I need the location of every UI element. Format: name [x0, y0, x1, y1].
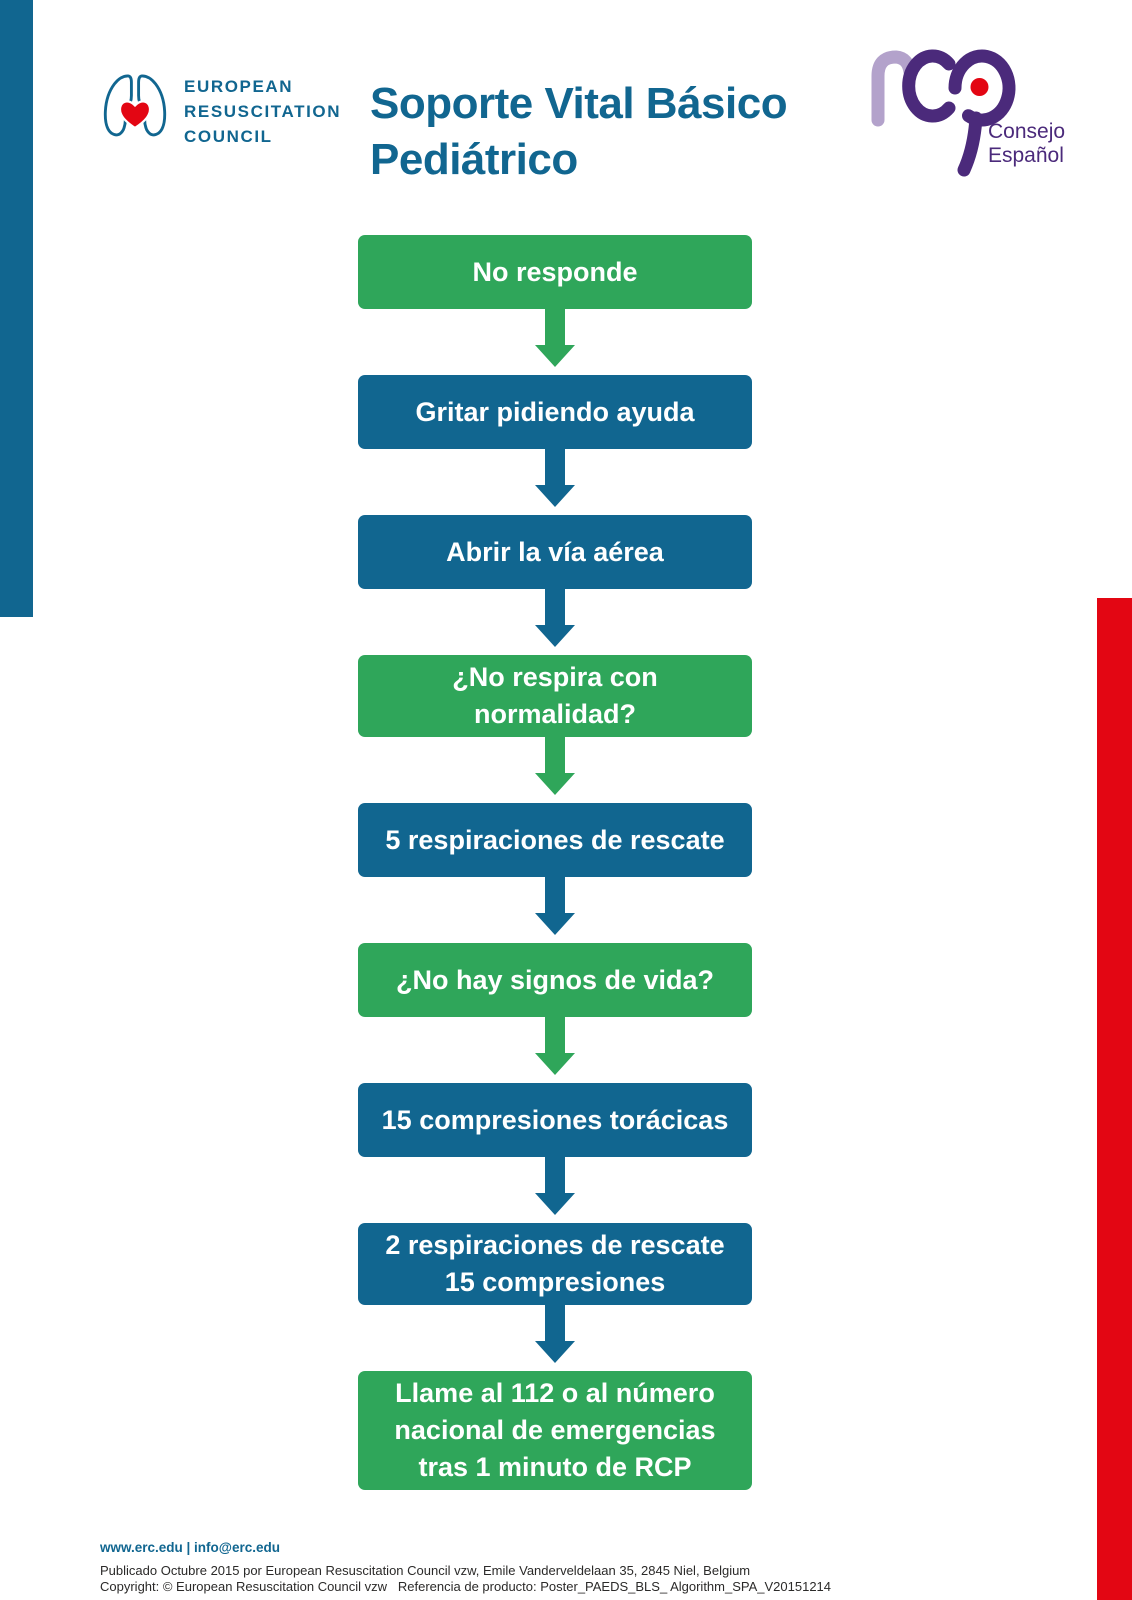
flow-step-box: Abrir la vía aérea	[358, 515, 752, 589]
flow-step-label: No responde	[472, 256, 638, 287]
flow-step-box: ¿No hay signos de vida?	[358, 943, 752, 1017]
flow-step-box: 15 compresiones torácicas	[358, 1083, 752, 1157]
page-title: Soporte Vital Básico Pediátrico	[370, 79, 788, 184]
flow-step-box: Gritar pidiendo ayuda	[358, 375, 752, 449]
footer: www.erc.edu | info@erc.edu Publicado Oct…	[100, 1540, 1000, 1595]
down-arrow-icon	[535, 877, 575, 943]
flow-step-box: 2 respiraciones de rescate 15 compresion…	[358, 1223, 752, 1305]
erc-contact-links: www.erc.edu | info@erc.edu	[100, 1540, 280, 1555]
flow-step-box: 5 respiraciones de rescate	[358, 803, 752, 877]
down-arrow-icon	[535, 589, 575, 655]
rcp-council-label: Consejo Español	[988, 120, 1066, 167]
flow-step-label: 2 respiraciones de rescate 15 compresion…	[385, 1230, 725, 1297]
left-blue-bar	[0, 0, 33, 617]
flow-step-label: Abrir la vía aérea	[446, 536, 664, 567]
flow-step-label: Gritar pidiendo ayuda	[415, 396, 695, 427]
flow-step-label: ¿No hay signos de vida?	[395, 964, 715, 995]
erc-lungs-heart-icon	[100, 70, 170, 150]
rcp-logo-icon	[858, 48, 1028, 183]
flow-step-box: No responde	[358, 235, 752, 309]
erc-org-name: EUROPEAN RESUSCITATION COUNCIL	[184, 77, 342, 146]
flow-step-label: 15 compresiones torácicas	[381, 1104, 729, 1135]
right-red-bar	[1097, 598, 1132, 1600]
flow-step-label: ¿No respira con normalidad?	[452, 662, 658, 729]
down-arrow-icon	[535, 309, 575, 375]
flow-step-label: Llame al 112 o al número nacional de eme…	[394, 1378, 716, 1482]
down-arrow-icon	[535, 1157, 575, 1223]
footer-copyright: Copyright: © European Resuscitation Coun…	[100, 1579, 832, 1594]
down-arrow-icon	[535, 1017, 575, 1083]
down-arrow-icon	[535, 449, 575, 515]
flowchart: No responde Gritar pidiendo ayuda Abrir …	[358, 235, 752, 1490]
footer-published: Publicado Octubre 2015 por European Resu…	[100, 1563, 751, 1578]
down-arrow-icon	[535, 737, 575, 803]
flow-step-label: 5 respiraciones de rescate	[385, 824, 725, 855]
flow-step-box: ¿No respira con normalidad?	[358, 655, 752, 737]
down-arrow-icon	[535, 1305, 575, 1371]
flow-step-box: Llame al 112 o al número nacional de eme…	[358, 1371, 752, 1490]
